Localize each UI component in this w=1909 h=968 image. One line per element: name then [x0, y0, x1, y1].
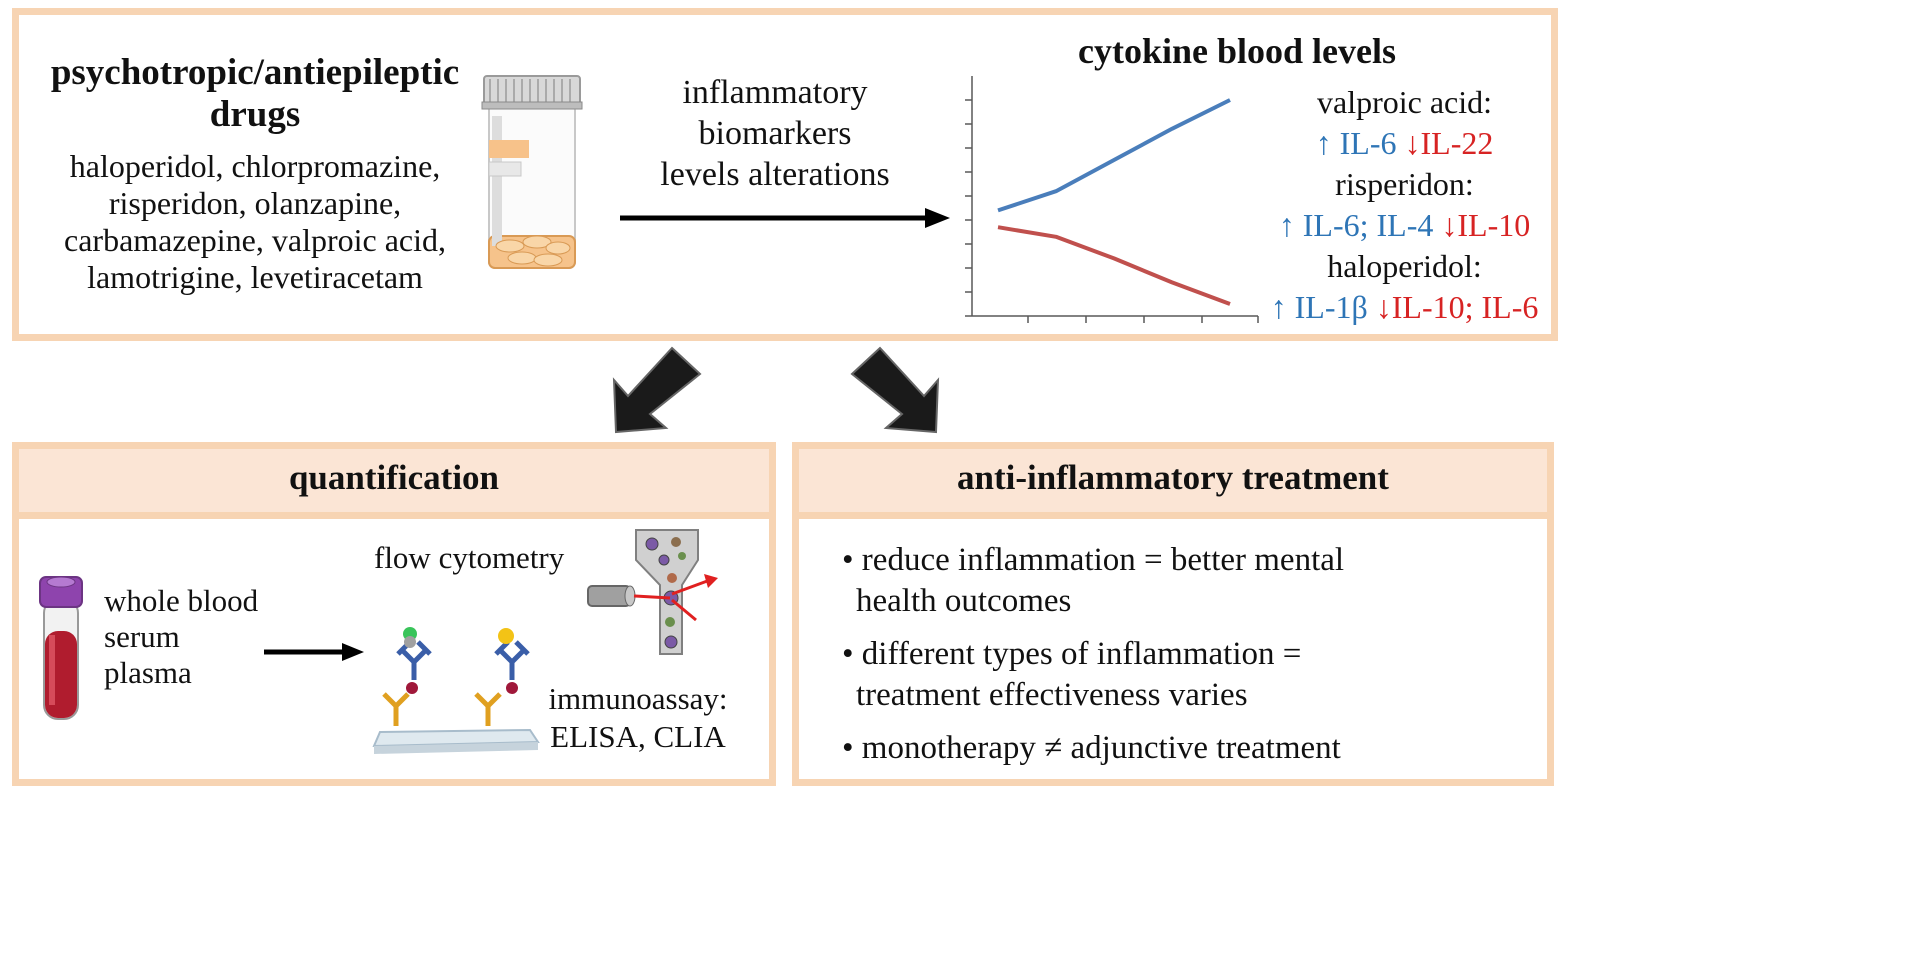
blood-tube-icon	[39, 576, 83, 720]
cytokine-change: ↑ IL-6; IL-4 ↓IL-10	[1262, 205, 1547, 246]
drugs-title-line2: drugs	[209, 94, 301, 135]
quantification-header-title: quantification	[288, 458, 500, 497]
drug-name: risperidon:	[1335, 166, 1474, 202]
top-panel	[12, 8, 1558, 341]
down-label: ↓IL-10	[1441, 207, 1531, 243]
treatment-header-title: anti-inflammatory treatment	[957, 458, 1389, 497]
quantification-header	[19, 449, 769, 519]
drug-list-line: lamotrigine, levetiracetam	[87, 259, 423, 295]
bullet-line: • different types of inflammation =	[842, 636, 1302, 672]
increasing-series-line	[997, 98, 1231, 213]
drug-list-line: carbamazepine, valproic acid,	[64, 222, 446, 258]
bullet-line: • reduce inflammation = better mental	[842, 542, 1345, 578]
flow-cytometry-icon	[587, 529, 718, 655]
bullet-line-cont: treatment effectiveness varies	[856, 677, 1248, 713]
down-label: ↓IL-22	[1404, 125, 1494, 161]
immunoassay-label: immunoassay: ELISA, CLIA	[528, 680, 748, 756]
drug-name: haloperidol:	[1327, 248, 1482, 284]
quantification-panel	[12, 442, 776, 786]
drug-name: valproic acid:	[1316, 84, 1493, 120]
drug-list-line: risperidon, olanzapine,	[108, 185, 402, 221]
cytokine-title: cytokine blood levels	[1078, 31, 1397, 71]
right-arrow-icon	[620, 208, 950, 228]
alterations-line: biomarkers	[698, 115, 852, 152]
immunoassay-methods: ELISA, CLIA	[550, 719, 726, 754]
drug-list: haloperidol, chlorpromazine, risperidon,…	[40, 148, 470, 296]
up-label: ↑ IL-6; IL-4	[1278, 207, 1434, 243]
sample-type: serum	[104, 619, 180, 654]
down-right-arrow-icon	[850, 346, 940, 434]
sample-types: whole blood serum plasma	[104, 583, 258, 691]
cytokine-change: ↑ IL-1β ↓IL-10; IL-6	[1262, 287, 1547, 328]
cytokine-chart	[965, 76, 1259, 323]
down-left-arrow-icon	[612, 346, 702, 434]
alterations-label: inflammatory biomarkers levels alteratio…	[640, 72, 910, 195]
drugs-title-line1: psychotropic/antiepileptic	[50, 52, 460, 93]
immunoassay-title: immunoassay:	[548, 681, 728, 716]
down-label: ↓IL-10; IL-6	[1375, 289, 1539, 325]
decreasing-series-line	[997, 225, 1231, 306]
drug-list-line: haloperidol, chlorpromazine,	[69, 148, 441, 184]
flow-cytometry-label: flow cytometry	[374, 540, 565, 575]
bullet-line-cont: health outcomes	[856, 583, 1072, 619]
sample-type: whole blood	[104, 583, 259, 618]
treatment-bullets: • reduce inflammation = better mental he…	[842, 540, 1344, 769]
cytokine-list: valproic acid: ↑ IL-6 ↓IL-22 risperidon:…	[1262, 82, 1547, 328]
pill-bottle-icon	[481, 75, 583, 269]
up-label: ↑ IL-6	[1315, 125, 1397, 161]
immunoassay-icon	[372, 627, 540, 754]
alterations-line: inflammatory	[682, 74, 868, 111]
treatment-header	[799, 449, 1547, 519]
up-label: ↑ IL-1β	[1270, 289, 1368, 325]
sample-arrow-icon	[264, 643, 364, 661]
treatment-panel	[792, 442, 1554, 786]
alterations-line: levels alterations	[660, 156, 890, 193]
sample-type: plasma	[104, 655, 192, 690]
drugs-title: psychotropic/antiepileptic drugs	[40, 52, 470, 136]
bullet-line: • monotherapy ≠ adjunctive treatment	[842, 730, 1341, 766]
cytokine-change: ↑ IL-6 ↓IL-22	[1262, 123, 1547, 164]
